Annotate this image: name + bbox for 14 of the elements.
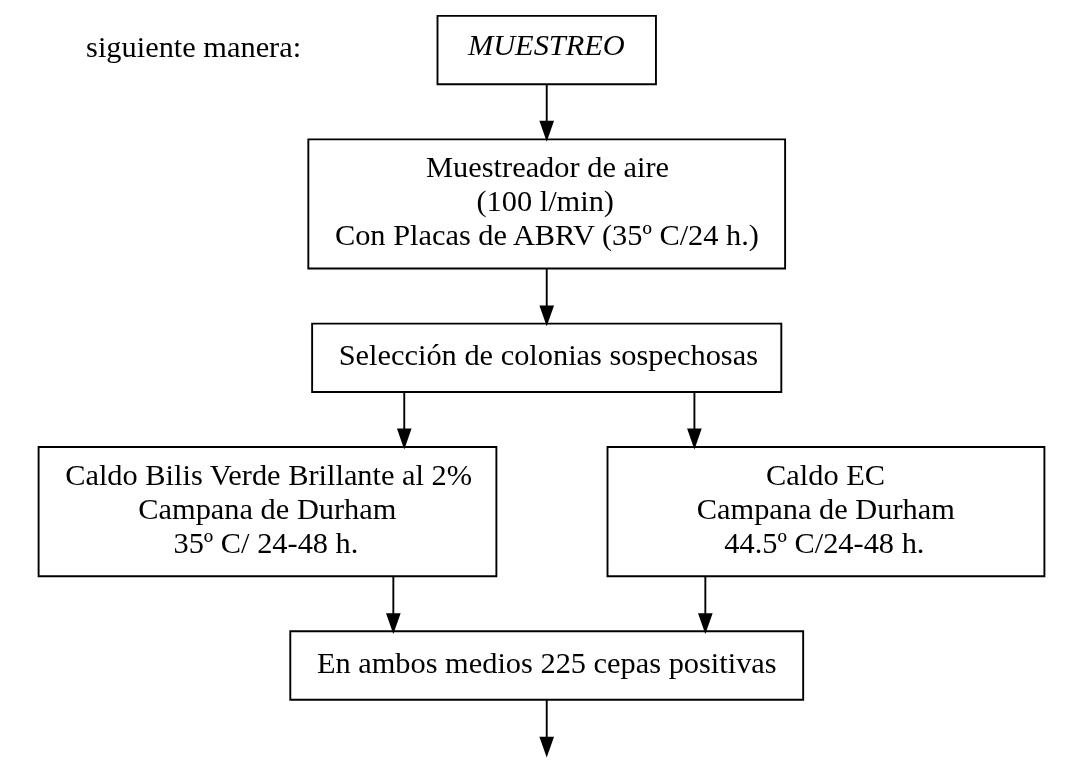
arrow: [538, 84, 554, 142]
node-box: Caldo EC Campana de Durham 44.5º C/24-48 h.: [606, 446, 1045, 578]
arrow: [396, 391, 412, 450]
arrow: [686, 391, 702, 450]
label: siguiente manera:: [85, 30, 301, 65]
arrow: [538, 699, 554, 758]
arrow: [697, 575, 713, 635]
node-box: Selección de colonias sospechosas: [310, 322, 782, 393]
node-box: En ambos medios 225 cepas positivas: [288, 630, 804, 701]
node-box: MUESTREO: [436, 14, 657, 86]
node-box: Muestreador de aire (100 l/min) Con Placas de ABRV (35º C/24 h.): [306, 138, 786, 270]
arrow: [538, 268, 554, 327]
node-box: Caldo Bilis Verde Brillante al 2% Campana de Durham 35º C/ 24-48 h.: [37, 446, 497, 578]
arrow: [385, 575, 401, 635]
